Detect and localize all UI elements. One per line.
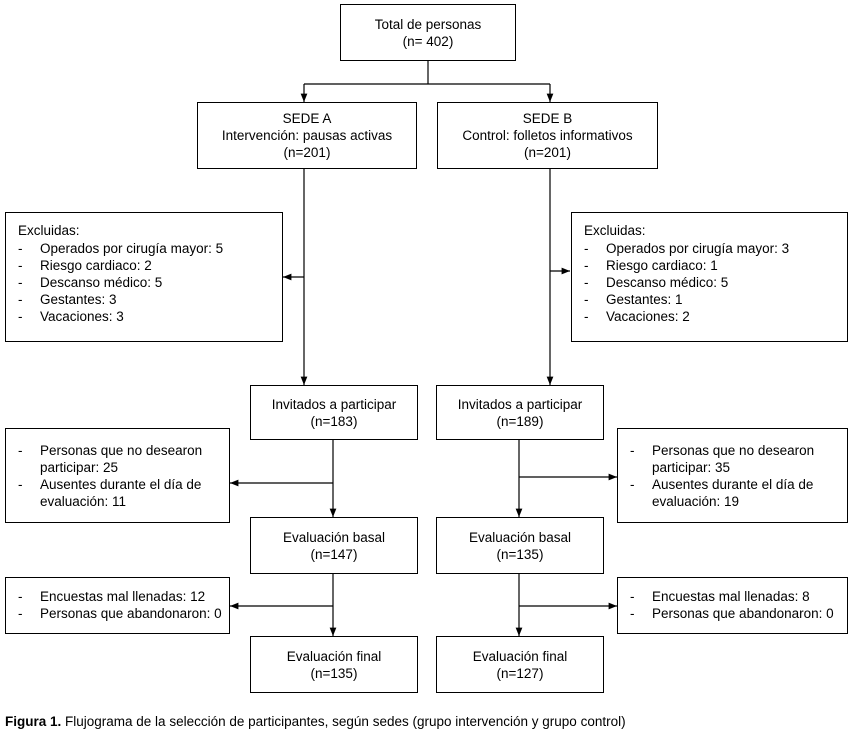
sede-b-n: (n=201) bbox=[524, 145, 571, 160]
list-item: -Vacaciones: 2 bbox=[584, 309, 690, 324]
list-item: -Operados por cirugía mayor: 3 bbox=[584, 241, 790, 256]
list-item: -Descanso médico: 5 bbox=[18, 275, 163, 290]
total-n: (n= 402) bbox=[402, 33, 454, 49]
list-item: -Personas que abandonaron: 0 bbox=[18, 606, 222, 621]
excluidas-b-title: Excluidas: bbox=[584, 223, 646, 238]
total-box: Total de personas (n= 402) bbox=[340, 4, 516, 61]
list-item: -Personas que abandonaron: 0 bbox=[630, 606, 834, 621]
sede-a-title: SEDE A bbox=[282, 111, 332, 126]
basal-a-n: (n=147) bbox=[310, 546, 358, 562]
caption-label: Figura 1. bbox=[5, 714, 62, 729]
basal-a-title: Evaluación basal bbox=[282, 529, 386, 545]
sede-a-box: SEDE A Intervención: pausas activas (n=2… bbox=[197, 102, 417, 169]
basal-a-box: Evaluación basal (n=147) bbox=[250, 517, 418, 574]
invitados-b-title: Invitados a participar bbox=[457, 396, 583, 412]
invitados-b-box: Invitados a participar (n=189) bbox=[436, 385, 604, 440]
final-a-box: Evaluación final (n=135) bbox=[250, 636, 418, 693]
list-item: -Ausentes durante el día de evaluación: … bbox=[18, 477, 202, 509]
sede-b-box: SEDE B Control: folletos informativos (n… bbox=[437, 102, 658, 169]
list-item: -Riesgo cardiaco: 2 bbox=[18, 258, 152, 273]
list-item: -Operados por cirugía mayor: 5 bbox=[18, 241, 224, 256]
sede-b-title: SEDE B bbox=[522, 111, 573, 126]
invitados-a-n: (n=183) bbox=[310, 413, 358, 429]
basal-b-title: Evaluación basal bbox=[468, 529, 572, 545]
list-item: -Gestantes: 3 bbox=[18, 292, 117, 307]
final-a-title: Evaluación final bbox=[286, 648, 382, 664]
figure-caption: Figura 1. Flujograma de la selección de … bbox=[5, 714, 626, 729]
list-item: -Ausentes durante el día de evaluación: … bbox=[630, 477, 814, 509]
sede-a-subtitle: Intervención: pausas activas bbox=[221, 128, 393, 143]
excluidas-a-box: Excluidas: -Operados por cirugía mayor: … bbox=[5, 212, 283, 342]
list-item: -Gestantes: 1 bbox=[584, 292, 683, 307]
no-desearon-b-box: -Personas que no desearon participar: 35… bbox=[617, 428, 848, 523]
final-b-title: Evaluación final bbox=[472, 648, 568, 664]
total-title: Total de personas bbox=[374, 16, 482, 32]
final-b-n: (n=127) bbox=[496, 665, 544, 681]
excluidas-b-box: Excluidas: -Operados por cirugía mayor: … bbox=[571, 212, 848, 342]
no-desearon-a-box: -Personas que no desearon participar: 25… bbox=[5, 428, 230, 523]
list-item: -Vacaciones: 3 bbox=[18, 309, 124, 324]
mal-llenadas-a-box: -Encuestas mal llenadas: 12 -Personas qu… bbox=[5, 577, 230, 634]
caption-text: Flujograma de la selección de participan… bbox=[61, 714, 626, 729]
invitados-a-box: Invitados a participar (n=183) bbox=[250, 385, 418, 440]
sede-a-n: (n=201) bbox=[283, 145, 331, 160]
list-item: -Personas que no desearon participar: 35 bbox=[630, 443, 815, 475]
mal-llenadas-b-box: -Encuestas mal llenadas: 8 -Personas que… bbox=[617, 577, 848, 634]
list-item: -Riesgo cardiaco: 1 bbox=[584, 258, 718, 273]
invitados-b-n: (n=189) bbox=[496, 413, 544, 429]
invitados-a-title: Invitados a participar bbox=[271, 396, 397, 412]
final-a-n: (n=135) bbox=[310, 665, 358, 681]
list-item: -Encuestas mal llenadas: 8 bbox=[630, 589, 810, 604]
list-item: -Encuestas mal llenadas: 12 bbox=[18, 589, 206, 604]
basal-b-box: Evaluación basal (n=135) bbox=[436, 517, 604, 574]
sede-b-subtitle: Control: folletos informativos bbox=[462, 128, 633, 143]
list-item: -Descanso médico: 5 bbox=[584, 275, 729, 290]
basal-b-n: (n=135) bbox=[496, 546, 544, 562]
list-item: -Personas que no desearon participar: 25 bbox=[18, 443, 203, 475]
excluidas-a-title: Excluidas: bbox=[18, 223, 80, 238]
final-b-box: Evaluación final (n=127) bbox=[436, 636, 604, 693]
